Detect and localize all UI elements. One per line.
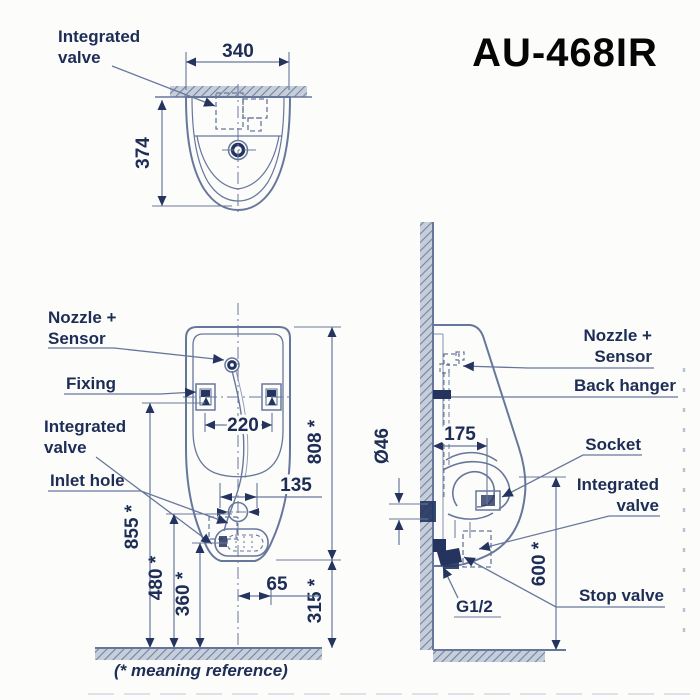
dim-thread: G1/2 [456,597,493,616]
label-side-integrated-valve-2: valve [616,496,659,515]
label-front-integrated-valve-2: valve [44,438,87,457]
label-side-integrated-valve-1: Integrated [577,475,659,494]
dim-shroud-height: 315 * [305,578,326,623]
label-stop-valve: Stop valve [579,586,664,605]
label-back-hanger: Back hanger [574,376,676,395]
label-side-nozzle-2: Sensor [594,347,652,366]
label-side-nozzle-1: Nozzle + [584,326,653,345]
footnote: (* meaning reference) [114,661,288,680]
side-view-drawing: Nozzle + Sensor Back hanger Socket Integ… [372,222,678,662]
label-front-integrated-valve-1: Integrated [44,417,126,436]
front-view-drawing: 220 135 Nozzle + Sensor Fixing Integrate… [44,303,341,680]
page-title: AU-468IR [472,31,658,75]
dim-fixing-height: 855 * [122,504,143,549]
dim-outlet-height: 600 * [529,541,550,586]
top-view-drawing: 340 374 Integrated valve [58,27,312,214]
dim-inlet-offset: 135 [280,475,312,496]
label-top-integrated-valve-2: valve [58,48,101,67]
label-fixing: Fixing [66,374,116,393]
dim-total-height: 808 * [305,419,326,464]
dim-top-width: 340 [222,41,254,62]
label-socket: Socket [585,435,641,454]
label-front-nozzle-2: Sensor [48,329,106,348]
dim-top-depth: 374 [133,137,154,169]
dim-trap-height: 360 * [173,571,194,616]
dim-outlet-diameter: Ø46 [372,428,393,464]
dim-fixing-span: 220 [227,415,259,436]
label-top-integrated-valve-1: Integrated [58,27,140,46]
label-inlet-hole: Inlet hole [50,471,125,490]
dim-inlet-height: 480 * [146,555,167,600]
dim-spreader-offset: 65 [266,574,288,595]
label-front-nozzle-1: Nozzle + [48,308,117,327]
scan-artifacts [88,368,700,695]
dim-side-depth: 175 [444,424,476,445]
